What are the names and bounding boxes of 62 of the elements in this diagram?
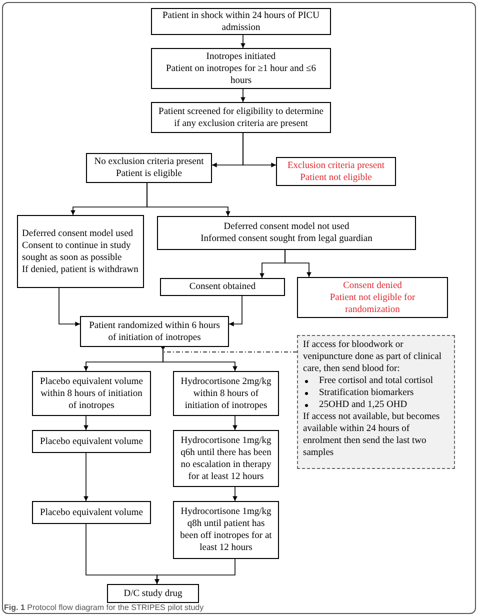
box-text: Patient in shock within 24 hours of PICU admission (161, 10, 320, 34)
note-box (297, 335, 455, 469)
process-box (32, 501, 151, 524)
process-box (160, 278, 285, 296)
box-text: Deferred consent model not used (222, 221, 350, 233)
process-box (297, 277, 448, 318)
process-box (173, 501, 279, 559)
arrow (146, 182, 230, 216)
process-box (151, 48, 331, 89)
box-text: Informed consent sought from legal guardian (200, 233, 374, 245)
caption: Fig. 1 Protocol flow diagram for the STRIPES pilot study (4, 603, 204, 613)
arrow (240, 88, 246, 102)
box-text: Patient on inotropes for ≥1 hour and ≤6 hours (164, 62, 317, 86)
arrow (242, 132, 276, 168)
box-text: If denied, patient is withdrawn (22, 264, 139, 276)
bullet-item: 25OHD and 1,25 OHD (303, 399, 449, 411)
box-text: Hydrocortisone 1mg/kg q6h until there has been no escalation in therapy for at least 12 hours (180, 434, 272, 482)
box-text: Hydrocortisone 2mg/kg within 8 hours of initiation of inotropes (180, 376, 272, 412)
dash-dot-connector (161, 345, 298, 352)
arrow (228, 296, 242, 326)
process-box (17, 215, 144, 288)
box-text: Placebo equivalent volume (39, 436, 144, 448)
arrow (240, 34, 246, 48)
box-text: Consent obtained (188, 281, 257, 293)
box-text: Inotropes initiated (205, 50, 277, 62)
arrow (84, 416, 88, 430)
box-text: Hydrocortisone 1mg/kg q8h until patient has been off inotropes for at least 12 hours (179, 506, 273, 554)
arrow (232, 486, 238, 502)
box-text: Deferred consent model used (22, 228, 134, 240)
process-box (80, 316, 229, 347)
box-text: No exclusion criteria present (93, 156, 205, 168)
box-text: If access not available, but becomes available within 24 hours of enrolment then send the last two samples (303, 411, 441, 459)
process-box (86, 153, 212, 183)
box-text: Patient not eligible (299, 172, 373, 184)
process-box (173, 371, 279, 416)
process-box (173, 430, 279, 487)
arrow (84, 452, 88, 502)
box-text: D/C study drug (122, 588, 184, 600)
process-box (151, 8, 331, 35)
box-text: Placebo equivalent volume within 8 hours of initiation of inotropes (39, 376, 144, 412)
arrow (154, 558, 236, 584)
box-text: Placebo equivalent volume (39, 506, 144, 518)
box-text: Consent to continue in study sought as soon as possible (22, 240, 132, 264)
box-text: Patient is eligible (115, 168, 183, 180)
arrow (162, 346, 238, 372)
arrow (58, 288, 80, 326)
process-box (151, 102, 331, 133)
box-text: Patient not eligible for randomization (328, 292, 416, 316)
box-text: Exclusion criteria present (286, 160, 386, 172)
process-box (107, 584, 199, 603)
box-text: Consent denied (342, 280, 403, 292)
arrow (284, 250, 312, 278)
process-box (32, 371, 151, 416)
process-box (276, 157, 396, 186)
box-text: Patient randomized within 6 hours of initiation of inotropes (88, 320, 221, 344)
box-text: Patient screened for eligibility to determine if any exclusion criteria are present (158, 106, 324, 130)
box-text: If access for bloodwork or venipuncture done as part of clinical care, then send blood for: (303, 339, 442, 375)
process-box (32, 430, 151, 453)
process-box (157, 216, 416, 250)
bullet-item: Stratification biomarkers (303, 387, 449, 399)
bullet-item: Free cortisol and total cortisol (303, 375, 449, 387)
arrow (232, 416, 238, 430)
